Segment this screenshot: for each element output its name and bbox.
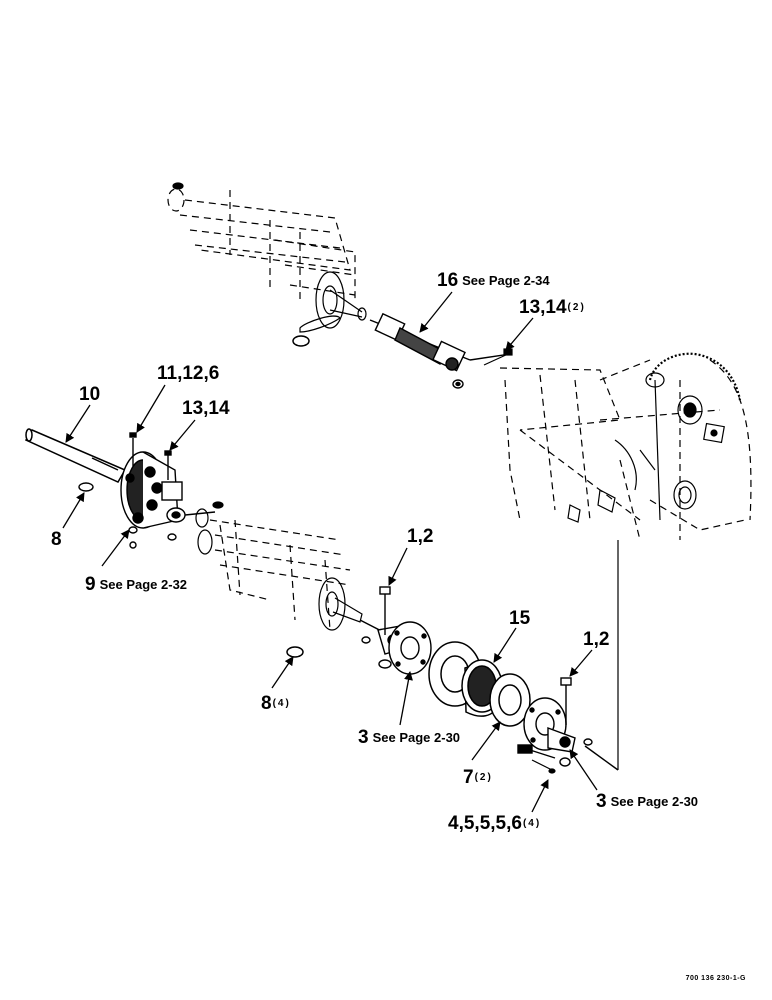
callout-number: 3: [596, 791, 607, 812]
callout-1-2-mid: 1,2: [407, 527, 433, 546]
callout-quantity: (4): [272, 698, 291, 709]
callout-quantity: (2): [567, 302, 586, 313]
callout-4-5-5-5-6: 4,5,5,5,6(4): [448, 814, 541, 833]
callout-number: 9: [85, 574, 96, 595]
key-part: [292, 335, 310, 347]
callout-number: 4,5,5,5,6: [448, 813, 522, 834]
callout-number: 10: [79, 384, 101, 405]
callout-quantity: (2): [474, 772, 493, 783]
callout-number: 1,2: [583, 629, 610, 650]
bolt-part: [531, 759, 556, 774]
callout-number: 7: [463, 767, 474, 788]
callout-quantity: (4): [522, 818, 542, 829]
callout-10: 10: [79, 385, 100, 404]
callout-number: 16: [437, 270, 459, 291]
callout-reference: See Page 2-32: [99, 577, 188, 592]
lower-driveline-yoke: [359, 586, 432, 675]
callout-7: 7(2): [463, 768, 493, 787]
callout-1-2-right: 1,2: [583, 630, 609, 649]
callout-reference: See Page 2-30: [610, 794, 699, 809]
slip-clutch: [120, 432, 216, 549]
shim-rings: [428, 641, 531, 727]
leader-lines: [62, 291, 598, 813]
callout-number: 11,12,6: [157, 363, 220, 384]
callout-13-14-left: 13,14: [182, 399, 230, 418]
callout-number: 8: [261, 693, 272, 714]
callout-number: 13,14: [182, 398, 230, 419]
input-shaft: [24, 428, 127, 483]
key-part: [286, 646, 304, 658]
callout-reference: See Page 2-34: [462, 273, 550, 288]
lower-rotor: [195, 501, 363, 631]
upper-rotor: [167, 182, 367, 333]
callout-reference: See Page 2-30: [372, 730, 461, 745]
baler-frame: [499, 352, 752, 770]
callout-number: 1,2: [407, 526, 434, 547]
callout-8: 8: [51, 530, 62, 549]
callout-11-12-6: 11,12,6: [157, 364, 219, 383]
upper-driveline: [369, 312, 511, 389]
callout-15: 15: [509, 609, 530, 628]
callout-number: 8: [51, 529, 62, 550]
key-part: [78, 482, 94, 492]
right-driveline-yoke: [517, 677, 619, 771]
callout-number: 15: [509, 608, 531, 629]
callout-8-qty: 8(4): [261, 694, 291, 713]
callout-number: 13,14: [519, 297, 567, 318]
figure-number: 700 136 230-1-G: [685, 975, 746, 982]
callout-number: 3: [358, 727, 369, 748]
callout-13-14-top: 13,14(2): [519, 298, 586, 317]
